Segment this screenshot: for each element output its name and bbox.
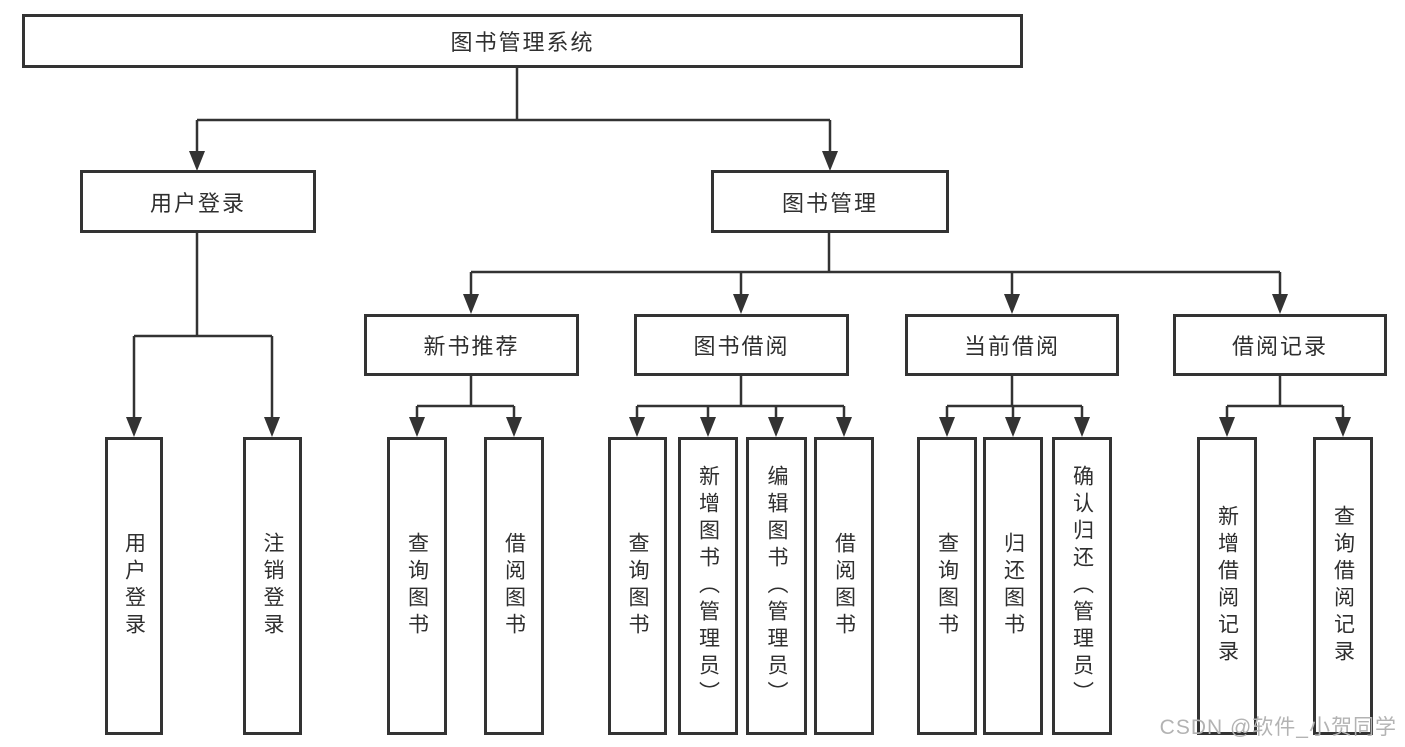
node-borrow-records: 借阅记录 — [1173, 314, 1387, 376]
node-book-borrow: 图书借阅 — [634, 314, 849, 376]
arrowheads — [126, 151, 1351, 437]
watermark: CSDN @软件_小贺同学 — [1159, 716, 1397, 739]
leaf-query-books-borrow: 查询图书 — [608, 437, 667, 735]
node-new-book-recommend: 新书推荐 — [364, 314, 579, 376]
node-user-login: 用户登录 — [80, 170, 316, 233]
leaf-edit-book-admin: 编辑图书（管理员） — [746, 437, 807, 735]
leaf-user-login: 用户登录 — [105, 437, 163, 735]
leaf-query-books-recommend: 查询图书 — [387, 437, 447, 735]
leaf-add-book-admin: 新增图书（管理员） — [678, 437, 738, 735]
leaf-confirm-return-admin: 确认归还（管理员） — [1052, 437, 1112, 735]
leaf-return-book: 归还图书 — [983, 437, 1043, 735]
leaf-query-books-current: 查询图书 — [917, 437, 977, 735]
leaf-borrow-books-recommend: 借阅图书 — [484, 437, 544, 735]
leaf-logout: 注销登录 — [243, 437, 302, 735]
leaf-query-borrow-record: 查询借阅记录 — [1313, 437, 1373, 735]
leaf-borrow-books: 借阅图书 — [814, 437, 874, 735]
node-root: 图书管理系统 — [22, 14, 1023, 68]
leaf-add-borrow-record: 新增借阅记录 — [1197, 437, 1257, 735]
node-current-borrow: 当前借阅 — [905, 314, 1119, 376]
node-book-management: 图书管理 — [711, 170, 949, 233]
